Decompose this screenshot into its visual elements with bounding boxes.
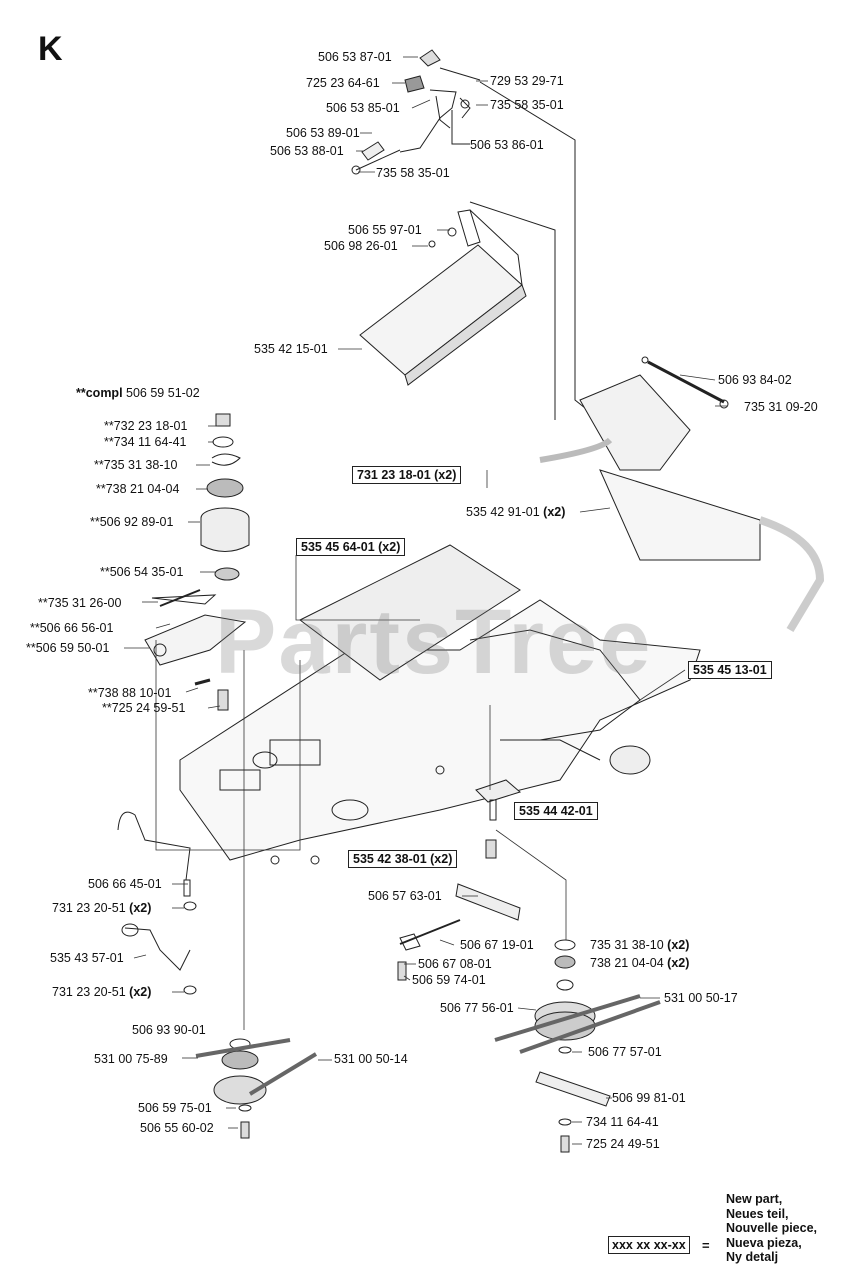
part-label: 506 55 60-02	[140, 1121, 214, 1135]
part-label: **725 24 59-51	[102, 701, 186, 715]
part-label: 729 53 29-71	[490, 74, 564, 88]
part-label: **734 11 64-41	[104, 435, 187, 449]
part-label: 506 59 75-01	[138, 1101, 212, 1115]
idler-stack-drawing	[144, 413, 250, 711]
part-label-qty: 735 31 38-10 (x2)	[590, 938, 689, 952]
part-label: 506 99 81-01	[612, 1091, 686, 1105]
part-label: 506 57 63-01	[368, 889, 442, 903]
part-quantity: (x2)	[543, 505, 566, 519]
part-quantity: (x2)	[667, 938, 690, 952]
part-label: 734 11 64-41	[586, 1115, 659, 1129]
part-label: **506 92 89-01	[90, 515, 174, 529]
part-label: 535 42 15-01	[254, 342, 328, 356]
part-quantity: (x2)	[129, 901, 152, 915]
compl-label: **compl 506 59 51-02	[76, 386, 200, 400]
part-label: 725 24 49-51	[586, 1137, 660, 1151]
part-label: **506 59 50-01	[26, 641, 110, 655]
part-label: 531 00 75-89	[94, 1052, 168, 1066]
left-pulley-stack-drawing	[117, 811, 318, 1139]
part-number: 735 31 38-10	[590, 938, 664, 952]
new-part-label: 535 42 38-01 (x2)	[348, 850, 458, 868]
part-label-qty: 731 23 20-51 (x2)	[52, 985, 151, 999]
legend-line: Ny detalj	[726, 1250, 779, 1264]
part-label: 535 43 57-01	[50, 951, 124, 965]
spring-bracket-drawing	[397, 883, 521, 981]
legend-text: New part, Neues teil, Nouvelle piece, Nu…	[726, 1192, 817, 1265]
legend-line: Neues teil,	[726, 1206, 789, 1221]
part-quantity: (x2)	[667, 956, 690, 970]
part-number: 535 42 91-01	[466, 505, 540, 519]
part-label: **506 66 56-01	[30, 621, 114, 635]
part-label: 506 55 97-01	[348, 223, 422, 237]
legend-equals: =	[702, 1238, 710, 1253]
part-label: 506 77 56-01	[440, 1001, 514, 1015]
compl-number: 506 59 51-02	[126, 386, 200, 400]
new-part-label: 535 44 42-01	[514, 802, 598, 820]
part-label: **732 23 18-01	[104, 419, 188, 433]
part-label: 506 53 89-01	[286, 126, 360, 140]
legend-line: Nouvelle piece,	[726, 1221, 818, 1235]
leader-lines	[124, 56, 728, 1145]
bracket-drawing	[475, 779, 522, 859]
part-label: 506 93 90-01	[132, 1023, 206, 1037]
part-label: 735 31 09-20	[744, 400, 818, 414]
legend-line: New part,	[726, 1192, 783, 1206]
part-label: **506 54 35-01	[100, 565, 184, 579]
right-pulley-stack-drawing	[494, 939, 661, 1153]
part-label: 506 67 19-01	[460, 938, 534, 952]
new-part-label: 535 45 64-01 (x2)	[296, 538, 406, 556]
part-label-qty: 738 21 04-04 (x2)	[590, 956, 689, 970]
part-label: 506 53 86-01	[470, 138, 544, 152]
part-label: 506 53 88-01	[270, 144, 344, 158]
main-frame-drawing	[179, 374, 825, 865]
part-label-qty: 731 23 20-51 (x2)	[52, 901, 151, 915]
part-label: 506 98 26-01	[324, 239, 398, 253]
part-number: 731 23 20-51	[52, 985, 126, 999]
part-label: 506 66 45-01	[88, 877, 162, 891]
foot-plate-drawing	[359, 201, 556, 420]
part-label: **735 31 26-00	[38, 596, 122, 610]
part-label: 506 53 87-01	[318, 50, 392, 64]
new-part-label: 535 45 13-01	[688, 661, 772, 679]
part-number: 731 23 20-51	[52, 901, 126, 915]
legend-line: Nueva pieza,	[726, 1235, 802, 1250]
part-label: 506 93 84-02	[718, 373, 792, 387]
part-quantity: (x2)	[129, 985, 152, 999]
part-label: **735 31 38-10	[94, 458, 178, 472]
section-letter: K	[38, 30, 63, 68]
part-label: 506 77 57-01	[588, 1045, 662, 1059]
part-label: 506 53 85-01	[326, 101, 400, 115]
part-label: 725 23 64-61	[306, 76, 380, 90]
part-number: 738 21 04-04	[590, 956, 664, 970]
part-label: 735 58 35-01	[490, 98, 564, 112]
legend-new-part-box: xxx xx xx-xx	[608, 1236, 690, 1254]
cable-rod-drawing	[641, 356, 729, 409]
part-label: 531 00 50-17	[664, 991, 738, 1005]
part-label: 735 58 35-01	[376, 166, 450, 180]
part-label: 506 59 74-01	[412, 973, 486, 987]
compl-prefix: **compl	[76, 386, 123, 400]
part-label-qty: 535 42 91-01 (x2)	[466, 505, 565, 519]
part-label: **738 21 04-04	[96, 482, 180, 496]
part-label: 506 67 08-01	[418, 957, 492, 971]
part-label: 531 00 50-14	[334, 1052, 408, 1066]
new-part-label: 731 23 18-01 (x2)	[352, 466, 462, 484]
part-label: **738 88 10-01	[88, 686, 172, 700]
watermark-text: PartsTree	[215, 591, 653, 693]
